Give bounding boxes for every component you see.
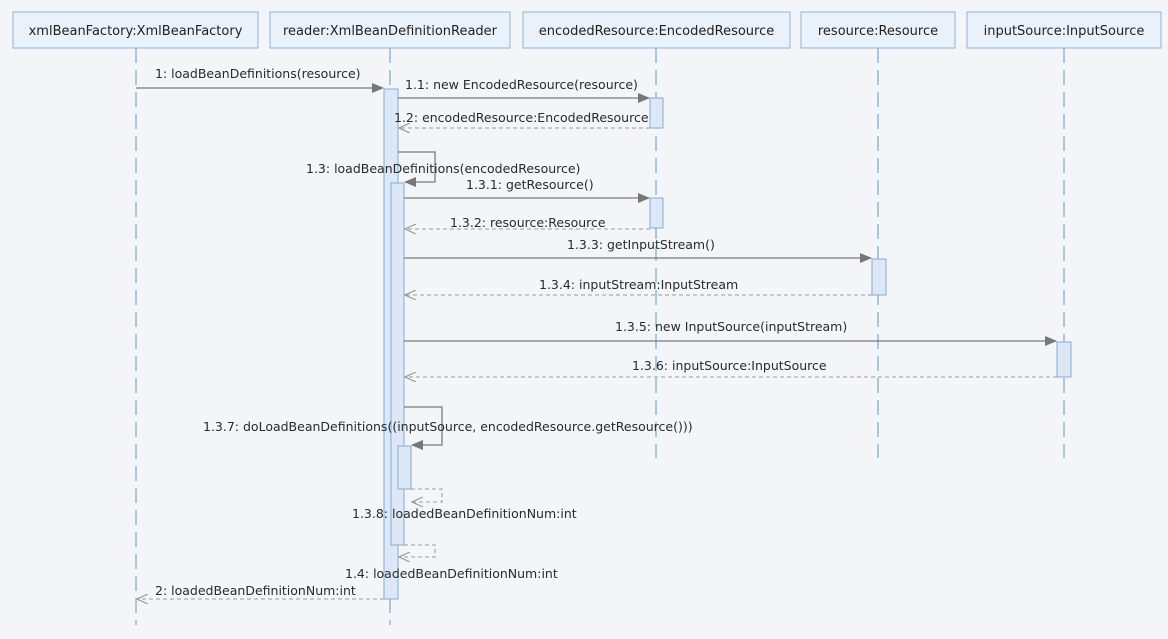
message-label-1-1: 1.1: new EncodedResource(resource) [405, 77, 638, 92]
message-label-1-3-8: 1.3.8: loadedBeanDefinitionNum:int [352, 506, 577, 521]
message-arrow-1-4 [399, 544, 436, 557]
participant-label: reader:XmlBeanDefinitionReader [283, 24, 498, 39]
activation-encodedResource-2 [649, 197, 664, 229]
message-label-1-3-5: 1.3.5: new InputSource(inputStream) [615, 319, 847, 334]
activation-encodedResource-1 [649, 97, 664, 129]
message-label-2: 2: loadedBeanDefinitionNum:int [155, 583, 356, 598]
message-label-1: 1: loadBeanDefinitions(resource) [155, 66, 361, 81]
participant-xmlBeanFactory: xmlBeanFactory:XmlBeanFactory [12, 11, 259, 49]
message-label-1-3-6: 1.3.6: inputSource:InputSource [632, 358, 827, 373]
activation-inputSource [1056, 341, 1072, 378]
participant-label: xmlBeanFactory:XmlBeanFactory [29, 24, 243, 39]
activation-reader-innermost [397, 445, 412, 490]
message-arrow-1-3-7 [404, 406, 443, 450]
participant-label: resource:Resource [818, 24, 938, 39]
participant-label: inputSource:InputSource [984, 24, 1145, 39]
message-arrow-1-3 [398, 151, 436, 187]
message-label-1-3-1: 1.3.1: getResource() [466, 177, 594, 192]
participant-label: encodedResource:EncodedResource [539, 24, 775, 39]
message-label-1-3: 1.3: loadBeanDefinitions(encodedResource… [306, 161, 580, 176]
activation-resource [871, 258, 887, 296]
message-arrow-1-3-8 [411, 488, 443, 502]
message-label-1-3-3: 1.3.3: getInputStream() [567, 237, 715, 252]
message-label-1-4: 1.4: loadedBeanDefinitionNum:int [345, 566, 558, 581]
participant-encodedResource: encodedResource:EncodedResource [522, 11, 791, 49]
message-label-1-3-4: 1.3.4: inputStream:InputStream [539, 277, 738, 292]
message-label-1-3-2: 1.3.2: resource:Resource [450, 215, 606, 230]
participant-reader: reader:XmlBeanDefinitionReader [269, 11, 511, 49]
activation-reader-inner [390, 182, 405, 546]
participant-resource: resource:Resource [800, 11, 956, 49]
participant-inputSource: inputSource:InputSource [966, 11, 1162, 49]
message-label-1-3-7: 1.3.7: doLoadBeanDefinitions((inputSourc… [203, 419, 693, 434]
message-label-1-2: 1.2: encodedResource:EncodedResource [394, 110, 649, 125]
